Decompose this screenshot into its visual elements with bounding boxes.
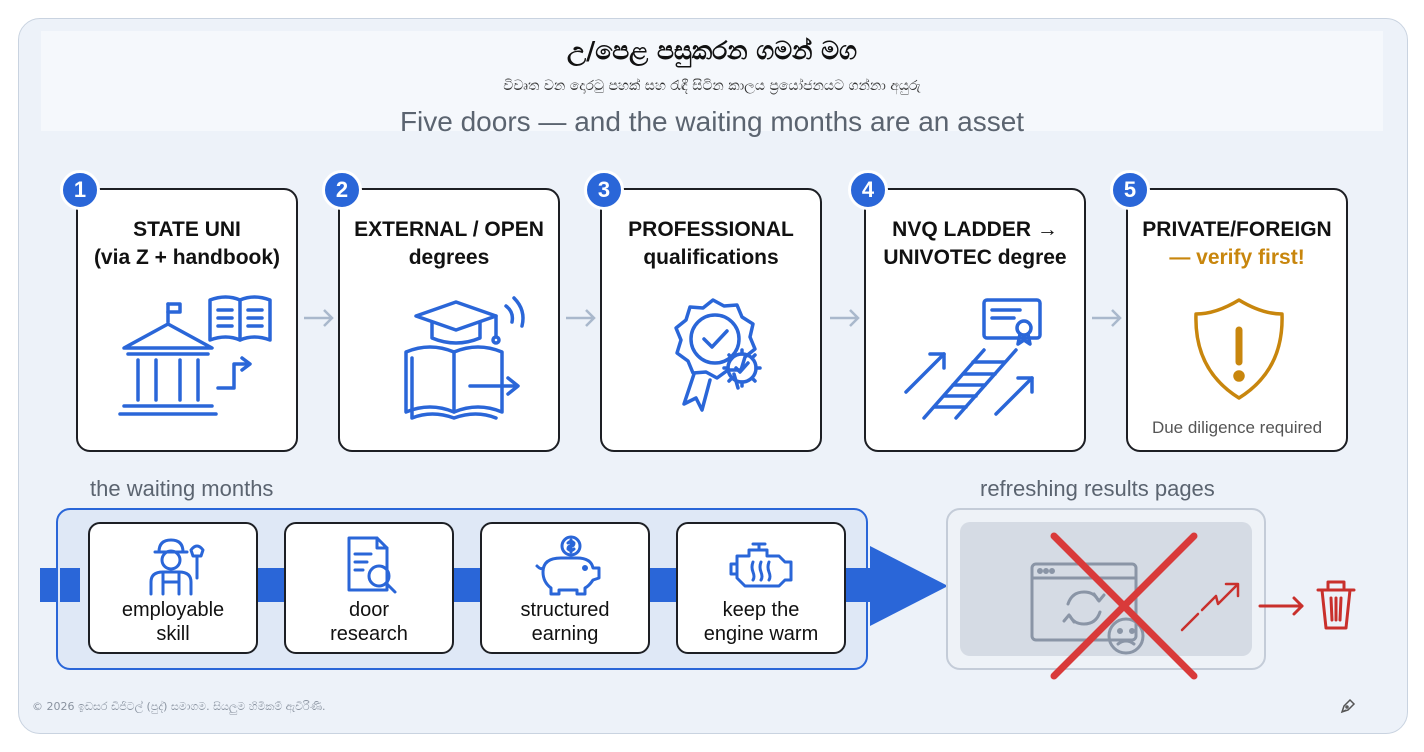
door-number-badge: 5: [1110, 170, 1150, 210]
page-subtitle: විවෘත වන දොරටු පහක් සහ රැඳී සිටින කාලය ප…: [503, 78, 921, 94]
arrow-right-icon: [1258, 596, 1304, 616]
waiting-months-label: the waiting months: [90, 476, 274, 501]
document-search-icon: [347, 536, 397, 594]
arrow-right-icon: [1092, 309, 1122, 327]
door-title-line2: (via Z + handbook): [93, 246, 281, 269]
page-title: උ/පෙළ පසුකරන ගමන් මග: [567, 36, 857, 65]
door-number-badge: 4: [848, 170, 888, 210]
door-card-external: EXTERNAL / OPEN degrees: [338, 188, 560, 452]
copyright-footer: © 2026 ඉඩසර ඩිජිටල් (පුද්) සමාගම. සියලුම…: [32, 700, 326, 713]
worker-wrench-icon: [149, 538, 205, 596]
door-number-badge: 3: [584, 170, 624, 210]
flow-band-tail: [60, 568, 80, 602]
waiting-item-line2: skill: [156, 623, 190, 645]
door-number-badge: 1: [60, 170, 100, 210]
door-title-line1: PRIVATE/FOREIGN: [1142, 218, 1332, 241]
door-title: STATE UNI (via Z + handbook): [78, 216, 296, 272]
waiting-item-line1: keep the: [722, 599, 800, 621]
door-title-line1: EXTERNAL / OPEN: [354, 218, 544, 241]
door-title-line2: UNIVOTEC degree: [883, 246, 1067, 269]
arrow-right-icon: [566, 309, 596, 327]
door-title-line2: qualifications: [643, 246, 779, 269]
flow-band-link: [648, 568, 680, 602]
arrow-right-icon: [304, 309, 334, 327]
waiting-item-engine-warm: keep the engine warm: [676, 522, 846, 654]
engine-icon: [729, 542, 793, 588]
cross-out-icon: [1050, 532, 1198, 680]
waiting-item-label: keep the engine warm: [678, 598, 844, 646]
door-title: NVQ LADDER → UNIVOTEC degree: [866, 216, 1084, 272]
door-title-line1: STATE UNI: [133, 218, 241, 241]
waiting-item-label: door research: [286, 598, 452, 646]
waiting-item-structured-earning: structured earning: [480, 522, 650, 654]
door-title: PROFESSIONAL qualifications: [602, 216, 820, 272]
ladder-diploma-icon: [904, 298, 1042, 420]
door-warning-text: — verify first!: [1169, 246, 1305, 269]
refreshing-results-illustration: [1030, 532, 1356, 680]
waiting-item-line1: employable: [121, 599, 225, 621]
flow-arrowhead-icon: [870, 546, 948, 626]
door-title-line1: PROFESSIONAL: [628, 218, 794, 241]
trash-icon: [1316, 580, 1356, 630]
header-band: [41, 31, 1383, 131]
waiting-item-line2: research: [330, 623, 408, 645]
waiting-item-line1: door: [348, 599, 390, 621]
waiting-item-line1: structured: [520, 599, 610, 621]
flow-band-link: [256, 568, 288, 602]
refreshing-results-label: refreshing results pages: [980, 476, 1215, 501]
waiting-item-label: structured earning: [482, 598, 648, 646]
door-title-line2: degrees: [408, 246, 490, 269]
door-card-state-uni: STATE UNI (via Z + handbook): [76, 188, 298, 452]
waiting-item-line2: earning: [531, 623, 599, 645]
door-card-professional: PROFESSIONAL qualifications: [600, 188, 822, 452]
graduation-book-icon: [404, 296, 525, 420]
door-title: PRIVATE/FOREIGN — verify first!: [1128, 216, 1346, 272]
headline: Five doors — and the waiting months are …: [399, 106, 1025, 137]
certificate-badge-icon: [674, 298, 762, 412]
broken-arrow-icon: [1180, 582, 1240, 632]
waiting-item-employable-skill: employable skill: [88, 522, 258, 654]
door-card-nvq: NVQ LADDER → UNIVOTEC degree: [864, 188, 1086, 452]
pen-nib-icon: [1340, 698, 1356, 714]
university-book-icon: [118, 295, 272, 416]
door-card-private-foreign: PRIVATE/FOREIGN — verify first! Due dili…: [1126, 188, 1348, 452]
waiting-item-door-research: door research: [284, 522, 454, 654]
due-diligence-note: Due diligence required: [1151, 418, 1323, 437]
piggy-bank-icon: [535, 535, 601, 596]
warning-shield-icon: [1194, 298, 1284, 400]
arrow-right-icon: [830, 309, 860, 327]
door-title: EXTERNAL / OPEN degrees: [340, 216, 558, 272]
waiting-item-line2: engine warm: [703, 623, 819, 645]
flow-band-link: [452, 568, 484, 602]
door-number-badge: 2: [322, 170, 362, 210]
waiting-item-label: employable skill: [90, 598, 256, 646]
door-title-line1: NVQ LADDER →: [892, 218, 1058, 241]
